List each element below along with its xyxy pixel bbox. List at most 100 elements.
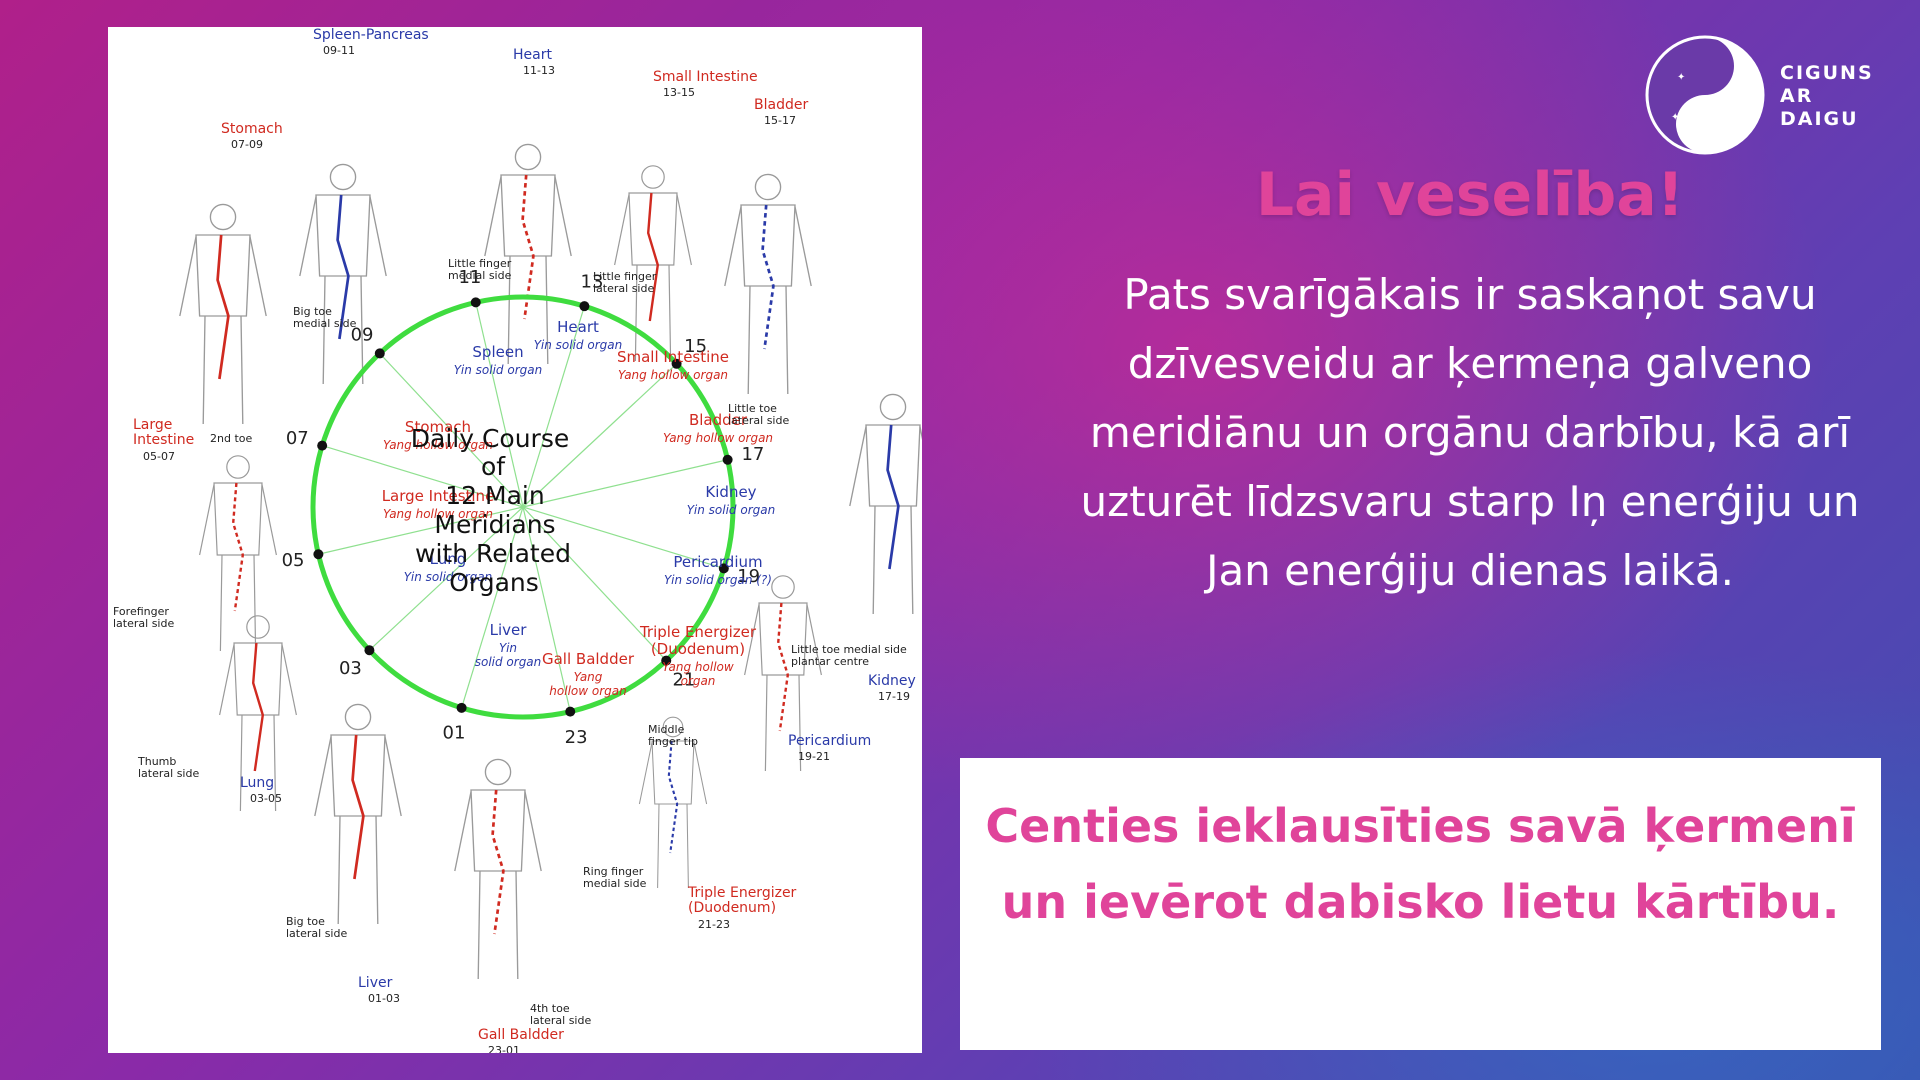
wheel-arrow [579,301,590,312]
wheel-spoke [322,445,524,508]
diagram-center-line-3: 12 Main [445,481,544,510]
wheel-label-5-line2: (Duodenum) [651,640,745,658]
side-note-7: Thumb [137,755,176,768]
outer-time-7: 19-21 [798,750,830,763]
hour-label-03: 03 [339,658,362,679]
wheel-type-11: Yin solid organ [454,363,542,377]
side-note-5-line2: lateral side [113,617,174,630]
hour-label-11: 11 [458,267,481,288]
outer-label-9-line2: (Duodenum) [688,900,776,916]
side-note-1-line2: lateral side [593,282,654,295]
outer-label-3: Bladder [754,97,808,113]
wheel-type-9: Yang hollow organ [383,507,493,521]
outer-time-0: 09-11 [323,44,355,57]
wheel-label-5: Triple Energizer [639,623,757,641]
wheel-arrow [661,655,672,666]
body-figure-0 [299,163,387,385]
wheel-label-3: Kidney [705,483,756,501]
side-note-0: Little finger [448,257,512,270]
outer-label-2: Small Intestine [653,69,758,85]
outer-time-8: 03-05 [250,792,282,805]
wheel-arrow [374,348,385,359]
brand-name: CIGUNS AR DAIGU [1780,62,1874,130]
wheel-spoke [522,506,724,569]
side-note-6: Little toe medial side [791,643,907,656]
wheel-type-3: Yin solid organ [687,503,775,517]
side-note-3: 2nd toe [210,432,252,445]
wheel-type-5-line2: organ [681,674,716,688]
hour-label-07: 07 [286,428,309,449]
diagram-center-line-5: with Related [415,539,571,568]
outer-label-1: Heart [513,47,552,63]
outer-label-11: Gall Baldder [478,1027,564,1043]
side-note-10-line2: lateral side [286,927,347,940]
wheel-label-7: Liver [490,621,528,639]
wheel-arrow [722,454,733,465]
brand-logo: ✦ ✦ [1645,35,1765,155]
side-note-4: Little toe [728,402,777,415]
wheel-label-9: Large Intestine [382,487,495,505]
side-note-10: Big toe [286,915,325,928]
wheel-type-10: Yang hollow organ [383,438,493,452]
outer-time-9: 21-23 [698,918,730,931]
wheel-spoke [522,506,667,661]
side-note-11: 4th toe [530,1002,570,1015]
hour-label-21: 21 [672,670,695,691]
side-note-4-line2: lateral side [728,414,789,427]
wheel-type-8: Yin solid organ [404,570,492,584]
svg-text:✦: ✦ [1677,72,1685,83]
hour-label-05: 05 [282,550,305,571]
outer-time-11: 23-01 [488,1044,520,1053]
side-note-0-line2: medial side [448,269,512,282]
wheel-arrow [317,440,328,451]
wheel-label-8: Lung [430,550,467,568]
side-note-6-line2: plantar centre [791,655,869,668]
outer-label-7: Pericardium [788,733,871,749]
outer-time-2: 13-15 [663,86,695,99]
svg-text:✦: ✦ [1671,112,1679,123]
wheel-spoke [522,506,571,712]
wheel-type-7: Yin [499,641,517,655]
outer-time-6: 17-19 [878,690,910,703]
hour-label-19: 19 [737,566,760,587]
wheel-arrow [470,297,481,308]
wheel-label-11: Spleen [472,343,523,361]
outer-label-6: Kidney [868,673,916,689]
side-note-7-line2: lateral side [138,767,199,780]
hour-label-23: 23 [565,727,588,748]
outer-time-3: 15-17 [764,114,796,127]
side-note-9: Ring finger [583,865,644,878]
side-note-5: Forefinger [113,605,169,618]
wheel-label-0: Heart [557,318,599,336]
wheel-label-10: Stomach [405,418,471,436]
wheel-spoke [522,306,585,508]
wheel-label-2: Bladder [689,411,748,429]
wheel-arrow [565,706,576,717]
wheel-label-4: Pericardium [673,553,762,571]
hour-label-13: 13 [581,271,604,292]
wheel-spoke [522,363,677,508]
body-figure-1 [484,143,572,365]
wheel-label-1: Small Intestine [617,348,729,366]
wheel-label-6: Gall Baldder [542,650,635,668]
side-note-2: Big toe [293,305,332,318]
body-figure-11 [454,758,542,980]
outer-label-4: Stomach [221,121,283,137]
outer-time-4: 07-09 [231,138,263,151]
clock-wheel [310,294,736,720]
diagram-center-line-6: Organs [449,568,539,597]
body-figure-7 [744,575,822,772]
wheel-arrow [718,563,729,574]
side-note-9-line2: medial side [583,877,647,890]
headline: Lai veselība! [1255,160,1685,230]
wheel-spoke [475,302,524,508]
side-note-11-line2: lateral side [530,1014,591,1027]
body-figure-2 [614,165,692,362]
hour-label-15: 15 [684,336,707,357]
side-note-2-line2: medial side [293,317,357,330]
diagram-center-line-1: Daily Course [411,424,569,453]
wheel-type-2: Yang hollow organ [663,431,773,445]
body-figure-6 [849,393,922,615]
hour-label-17: 17 [741,444,764,465]
